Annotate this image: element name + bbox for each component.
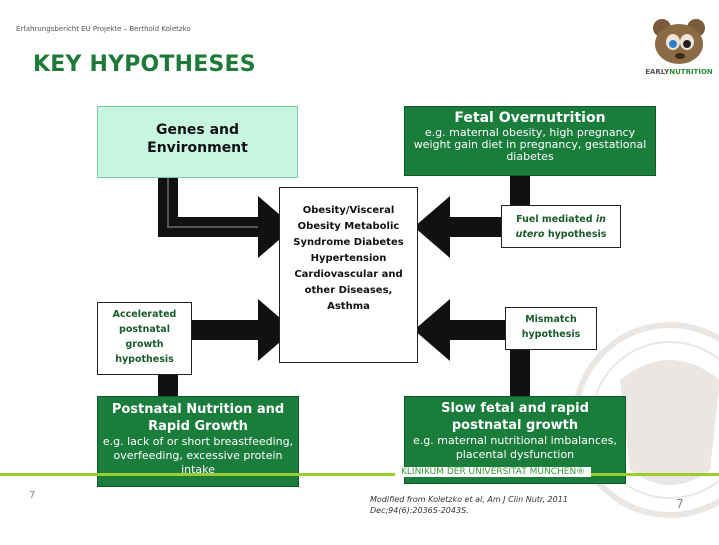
center-outcomes-box: Obesity/Visceral Obesity Metabolic Syndr…: [279, 187, 418, 363]
logo-text: EARLYNUTRITION: [645, 68, 713, 76]
citation: Modified from Koletzko et al, Am J Clin …: [370, 495, 568, 515]
page-number-left: 7: [29, 490, 36, 501]
page-number-right: 7: [676, 497, 684, 511]
fetal-overnutrition-box: Fetal Overnutrition e.g. maternal obesit…: [404, 106, 656, 176]
postnatal-nutrition-desc: e.g. lack of or short breastfeeding, ove…: [102, 435, 294, 476]
genes-environment-box: Genes and Environment: [97, 106, 298, 178]
footer-divider: [0, 473, 719, 476]
page-title: KEY HYPOTHESES: [33, 52, 256, 77]
postnatal-nutrition-title: Postnatal Nutrition and Rapid Growth: [111, 402, 285, 434]
postnatal-nutrition-box: Postnatal Nutrition and Rapid Growth e.g…: [97, 396, 299, 487]
fetal-overnutrition-desc: e.g. maternal obesity, high pregnancy we…: [413, 126, 647, 163]
mismatch-hypothesis-box: Mismatch hypothesis: [505, 307, 597, 350]
header-subtitle: Erfahrungsbericht EU Projekte – Berthold…: [16, 25, 191, 33]
arrow-genes-to-center: [158, 170, 294, 258]
footer-institution: KLINIKUM DER UNIVERSITÄT MÜNCHEN®: [395, 467, 592, 477]
bear-head-icon: [653, 19, 705, 64]
slow-fetal-growth-title: Slow fetal and rapid postnatal growth: [441, 401, 589, 433]
slow-fetal-growth-desc: e.g. maternal nutritional imbalances, pl…: [413, 434, 617, 461]
fuel-mediated-hypothesis-box: Fuel mediated in utero hypothesis: [501, 205, 621, 248]
fetal-overnutrition-title: Fetal Overnutrition: [454, 110, 606, 126]
accelerated-growth-hypothesis-box: Accelerated postnatal growth hypothesis: [97, 302, 192, 375]
